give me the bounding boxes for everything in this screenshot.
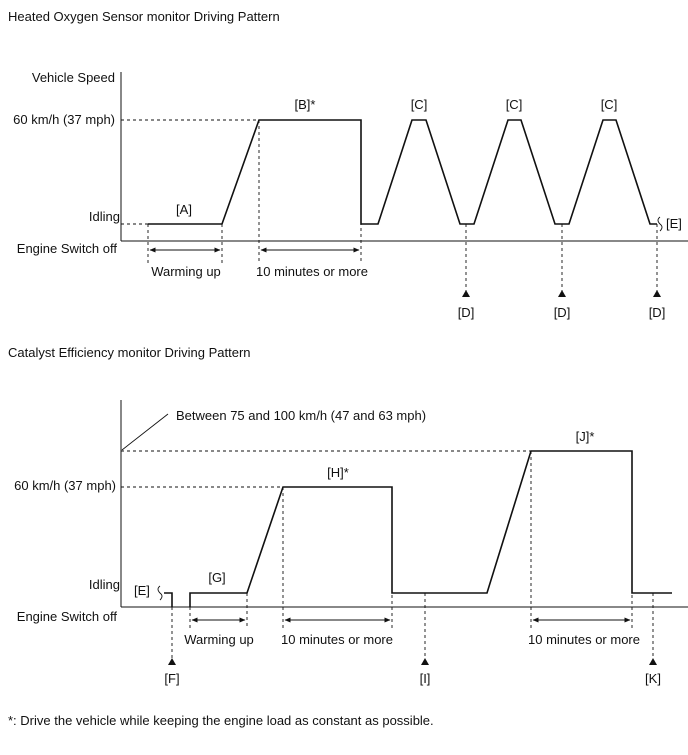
d1-label-D2: [D]: [554, 305, 571, 320]
d1-ten-minutes-label: 10 minutes or more: [256, 264, 368, 279]
d2-label-G: [G]: [208, 570, 225, 585]
footnote: *: Drive the vehicle while keeping the e…: [8, 713, 434, 728]
d2-engine-off-label: Engine Switch off: [17, 609, 118, 624]
diagram2-title: Catalyst Efficiency monitor Driving Patt…: [8, 345, 251, 360]
d2-ten-minutes-label-1: 10 minutes or more: [281, 632, 393, 647]
d1-label-C1: [C]: [411, 97, 428, 112]
d2-break-mark: [157, 585, 163, 601]
d1-D1-triangle-icon: [462, 290, 470, 297]
d2-ten-minutes-label-2: 10 minutes or more: [528, 632, 640, 647]
d2-idling-label: Idling: [89, 577, 120, 592]
d1-label-A: [A]: [176, 202, 192, 217]
d1-D2-triangle-icon: [558, 290, 566, 297]
d1-label-D1: [D]: [458, 305, 475, 320]
d2-label-J: [J]*: [576, 429, 595, 444]
d2-initial-idle: [164, 592, 173, 607]
d1-D3-triangle-icon: [653, 290, 661, 297]
d1-label-C3: [C]: [601, 97, 618, 112]
d1-break-mark: [657, 216, 663, 232]
d1-engine-off-label: Engine Switch off: [17, 241, 118, 256]
d2-F-triangle-icon: [168, 658, 176, 665]
d2-between-leader: [121, 413, 169, 451]
d2-60kmh-label: 60 km/h (37 mph): [14, 478, 116, 493]
d2-label-K: [K]: [645, 671, 661, 686]
d2-label-I: [I]: [420, 671, 431, 686]
diagram1-title: Heated Oxygen Sensor monitor Driving Pat…: [8, 9, 280, 24]
d1-label-D3: [D]: [649, 305, 666, 320]
d1-idling-label: Idling: [89, 209, 120, 224]
d2-warming-up-label: Warming up: [184, 632, 254, 647]
d1-warming-up-label: Warming up: [151, 264, 221, 279]
d2-label-H: [H]*: [327, 465, 349, 480]
d2-I-triangle-icon: [421, 658, 429, 665]
d2-label-E: [E]: [134, 583, 150, 598]
d1-60kmh-label: 60 km/h (37 mph): [13, 112, 115, 127]
d2-between-label: Between 75 and 100 km/h (47 and 63 mph): [176, 408, 426, 423]
d1-vehicle-speed-label: Vehicle Speed: [32, 70, 115, 85]
d1-label-E: [E]: [666, 216, 682, 231]
d1-speed-trace: [148, 119, 657, 225]
d2-speed-trace: [189, 450, 672, 607]
d2-K-triangle-icon: [649, 658, 657, 665]
d1-label-B: [B]*: [295, 97, 316, 112]
d2-label-F: [F]: [164, 671, 179, 686]
d1-label-C2: [C]: [506, 97, 523, 112]
